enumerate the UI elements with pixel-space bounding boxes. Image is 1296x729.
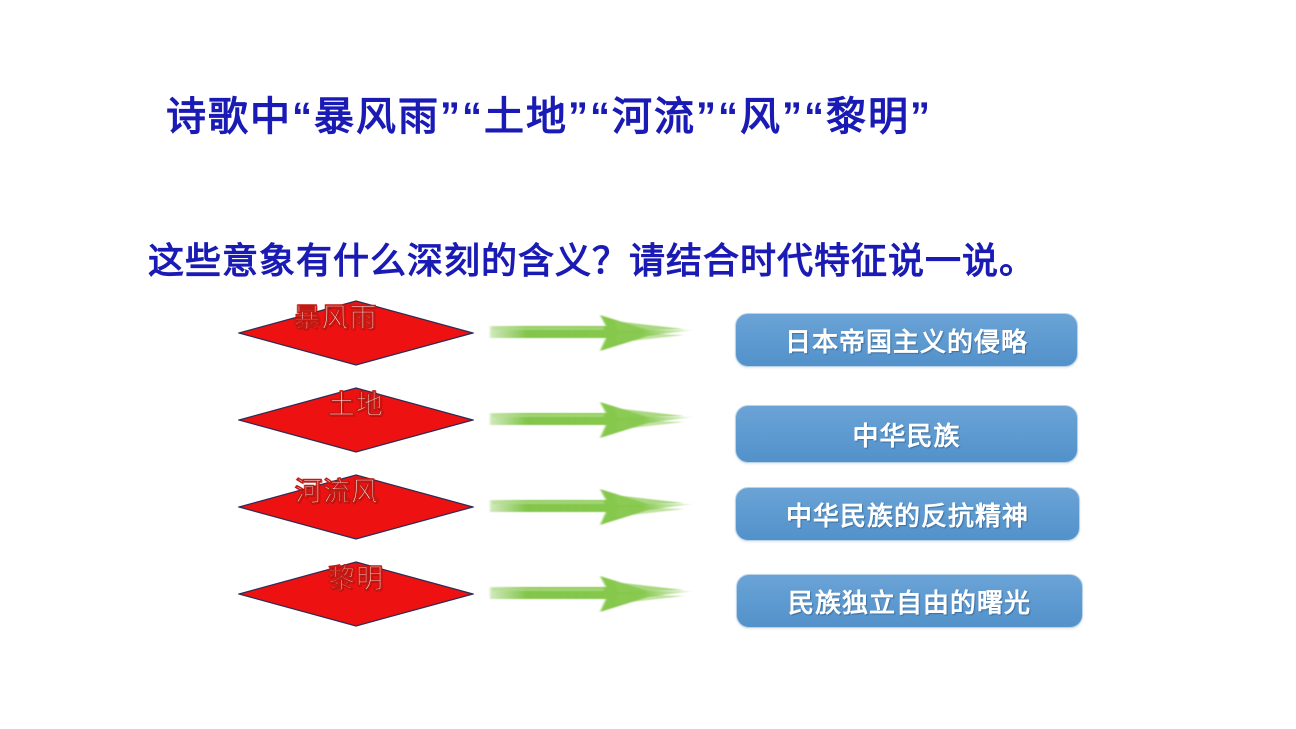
- meaning-label: 民族独立自由的曙光: [787, 587, 1031, 618]
- diamond-shape-icon: [238, 561, 474, 627]
- meaning-box[interactable]: 中华民族: [735, 405, 1078, 463]
- diamond-label: 土地: [328, 390, 384, 421]
- page-title: 诗歌中“暴风雨”“土地”“河流”“风”“黎明”: [166, 95, 932, 139]
- meaning-label: 日本帝国主义的侵略: [784, 326, 1028, 357]
- diamond-shape-icon: [238, 300, 474, 366]
- diamond-image-2: 河流风: [238, 474, 474, 540]
- diamond-label: 河流风: [295, 477, 379, 508]
- right-arrow-icon: [488, 571, 700, 617]
- meaning-box[interactable]: 日本帝国主义的侵略: [735, 313, 1078, 367]
- mapping-row: 黎明: [0, 561, 1296, 647]
- right-arrow-icon: [488, 397, 700, 443]
- diamond-label: 黎明: [328, 564, 384, 595]
- diamond-label: 暴风雨: [293, 303, 378, 334]
- diamond-shape-icon: [238, 387, 474, 453]
- page-subtitle-question: 这些意象有什么深刻的含义？请结合时代特征说一说。: [148, 240, 1037, 281]
- mapping-row: 河流风: [0, 474, 1296, 560]
- diamond-shape-icon: [238, 474, 474, 540]
- meaning-box[interactable]: 中华民族的反抗精神: [735, 487, 1080, 541]
- diamond-image-0: 暴风雨: [238, 300, 474, 366]
- mapping-row: 土地: [0, 387, 1296, 473]
- meaning-box[interactable]: 民族独立自由的曙光: [736, 574, 1083, 628]
- meaning-label: 中华民族的反抗精神: [785, 500, 1029, 531]
- right-arrow-icon: [488, 310, 700, 356]
- meaning-label: 中华民族: [852, 420, 961, 451]
- diamond-image-3: 黎明: [238, 561, 474, 627]
- mapping-row: 暴风雨: [0, 300, 1296, 386]
- right-arrow-icon: [488, 484, 700, 530]
- diamond-image-1: 土地: [238, 387, 474, 453]
